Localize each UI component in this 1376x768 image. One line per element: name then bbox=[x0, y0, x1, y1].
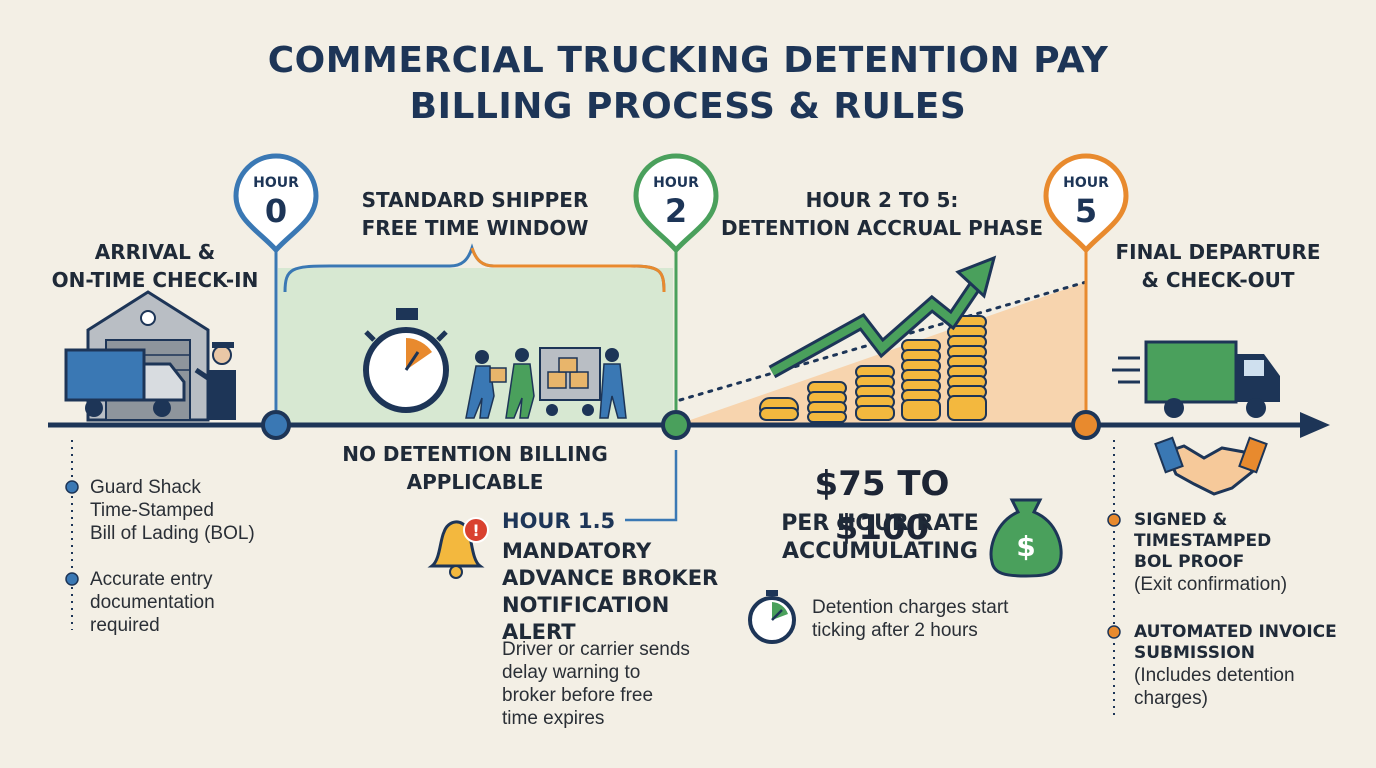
rate-label: PER HOUR RATE ACCUMULATING bbox=[762, 510, 998, 566]
alert-desc-line-1: Driver or carrier sends bbox=[502, 639, 690, 660]
rate-label-line-1: PER HOUR RATE bbox=[781, 511, 979, 536]
guard-icon bbox=[194, 342, 236, 420]
right-bullet-1-plain-1: (Exit confirmation) bbox=[1134, 574, 1288, 595]
stopwatch-icon bbox=[363, 308, 449, 413]
alert-title-line-2: ADVANCE BROKER bbox=[502, 566, 719, 590]
right-bullet-1-bold-3: BOL PROOF bbox=[1134, 552, 1245, 572]
right-bullet-2-bold-1: AUTOMATED INVOICE bbox=[1134, 622, 1337, 642]
free-window-line-2: FREE TIME WINDOW bbox=[361, 216, 589, 240]
left-bullet-1-line-1: Guard Shack bbox=[90, 477, 201, 498]
left-bullet-2-line-1: Accurate entry bbox=[90, 569, 213, 590]
timeline-arrowhead bbox=[1300, 412, 1330, 438]
node-hour-2 bbox=[661, 410, 691, 440]
left-bullet-2-line-2: documentation bbox=[90, 592, 215, 613]
right-bullet-2-bold-2: SUBMISSION bbox=[1134, 643, 1255, 663]
departure-heading: FINAL DEPARTURE & CHECK-OUT bbox=[1108, 238, 1328, 294]
timer-note-line-2: ticking after 2 hours bbox=[812, 620, 978, 641]
pin-5-big: 5 bbox=[1075, 192, 1097, 230]
free-window-heading: STANDARD SHIPPER FREE TIME WINDOW bbox=[330, 186, 620, 242]
money-bag-icon: $ bbox=[989, 498, 1063, 578]
bullet-left-2 bbox=[65, 572, 79, 586]
pin-hour-2: HOUR 2 bbox=[633, 153, 719, 254]
pin-0-big: 0 bbox=[265, 192, 287, 230]
bullet-right-1 bbox=[1107, 513, 1121, 527]
cart-boxes-icon bbox=[539, 347, 627, 419]
no-billing-label: NO DETENTION BILLING APPLICABLE bbox=[330, 440, 620, 496]
right-bullet-2: AUTOMATED INVOICE SUBMISSION (Includes d… bbox=[1134, 622, 1359, 710]
page-title: COMMERCIAL TRUCKING DETENTION PAY BILLIN… bbox=[0, 38, 1376, 130]
right-bullet-1: SIGNED & TIMESTAMPED BOL PROOF (Exit con… bbox=[1134, 510, 1354, 596]
left-bullet-2: Accurate entry documentation required bbox=[90, 568, 290, 637]
left-bullet-1-line-2: Time-Stamped bbox=[90, 500, 214, 521]
timer-note: Detention charges start ticking after 2 … bbox=[812, 596, 1052, 642]
title-line-1: COMMERCIAL TRUCKING DETENTION PAY bbox=[267, 40, 1109, 81]
truck-icon bbox=[64, 348, 186, 417]
right-bullet-1-bold-2: TIMESTAMPED bbox=[1134, 531, 1272, 551]
accrual-heading: HOUR 2 TO 5: DETENTION ACCRUAL PHASE bbox=[712, 186, 1052, 242]
bell-alert-icon: ! bbox=[427, 517, 489, 579]
workers-loading-icon bbox=[465, 348, 535, 419]
alert-title-line-1: MANDATORY bbox=[502, 539, 652, 563]
no-billing-line-1: NO DETENTION BILLING bbox=[342, 442, 608, 466]
node-hour-5 bbox=[1071, 410, 1101, 440]
alert-badge: ! bbox=[472, 521, 479, 540]
title-line-2: BILLING PROCESS & RULES bbox=[409, 86, 967, 127]
timer-icon bbox=[748, 590, 796, 644]
right-bullet-2-plain-1: (Includes detention bbox=[1134, 665, 1295, 686]
alert-title-line-3: NOTIFICATION ALERT bbox=[502, 593, 670, 644]
coin-stacks-icon bbox=[759, 315, 987, 423]
pin-5-small: HOUR bbox=[1063, 175, 1109, 191]
no-billing-line-2: APPLICABLE bbox=[406, 470, 544, 494]
trend-arrow-icon bbox=[768, 255, 997, 379]
moving-truck-icon bbox=[1112, 340, 1280, 418]
node-hour-0 bbox=[261, 410, 291, 440]
alert-title: MANDATORY ADVANCE BROKER NOTIFICATION AL… bbox=[502, 538, 742, 646]
rate-amount: $75 TO $100 bbox=[814, 464, 950, 548]
free-window-line-1: STANDARD SHIPPER bbox=[361, 188, 589, 212]
alert-connector bbox=[625, 450, 678, 522]
pin-hour-0: HOUR 0 bbox=[233, 153, 319, 254]
departure-line-1: FINAL DEPARTURE bbox=[1115, 240, 1321, 264]
accrual-line-1: HOUR 2 TO 5: bbox=[805, 188, 959, 212]
arrival-line-2: ON-TIME CHECK-IN bbox=[51, 268, 259, 292]
arrival-line-1: ARRIVAL & bbox=[94, 240, 216, 264]
right-bullet-1-bold-1: SIGNED & bbox=[1134, 510, 1228, 530]
alert-hour: HOUR 1.5 bbox=[502, 509, 616, 533]
pin-0-small: HOUR bbox=[253, 175, 299, 191]
pin-2-big: 2 bbox=[665, 192, 687, 230]
handshake-icon bbox=[1154, 436, 1268, 496]
alert-desc-line-4: time expires bbox=[502, 708, 605, 729]
alert-description: Driver or carrier sends delay warning to… bbox=[502, 638, 732, 730]
left-bullet-1-line-3: Bill of Lading (BOL) bbox=[90, 523, 255, 544]
pin-2-small: HOUR bbox=[653, 175, 699, 191]
right-bullet-2-plain-2: charges) bbox=[1134, 688, 1208, 709]
timer-note-line-1: Detention charges start bbox=[812, 597, 1009, 618]
bullet-left-1 bbox=[65, 480, 79, 494]
bullet-right-2 bbox=[1107, 625, 1121, 639]
alert-desc-line-3: broker before free bbox=[502, 685, 654, 706]
accrual-line-2: DETENTION ACCRUAL PHASE bbox=[720, 216, 1044, 240]
rate-label-line-2: ACCUMULATING bbox=[782, 539, 978, 564]
free-window-brace-right bbox=[470, 247, 666, 293]
left-bullet-2-line-3: required bbox=[90, 615, 160, 636]
pin-hour-5: HOUR 5 bbox=[1043, 153, 1129, 254]
departure-line-2: & CHECK-OUT bbox=[1141, 268, 1295, 292]
alert-desc-line-2: delay warning to bbox=[502, 662, 641, 683]
money-bag-symbol: $ bbox=[1016, 530, 1035, 563]
left-bullet-1: Guard Shack Time-Stamped Bill of Lading … bbox=[90, 476, 290, 545]
arrival-heading: ARRIVAL & ON-TIME CHECK-IN bbox=[40, 238, 270, 294]
